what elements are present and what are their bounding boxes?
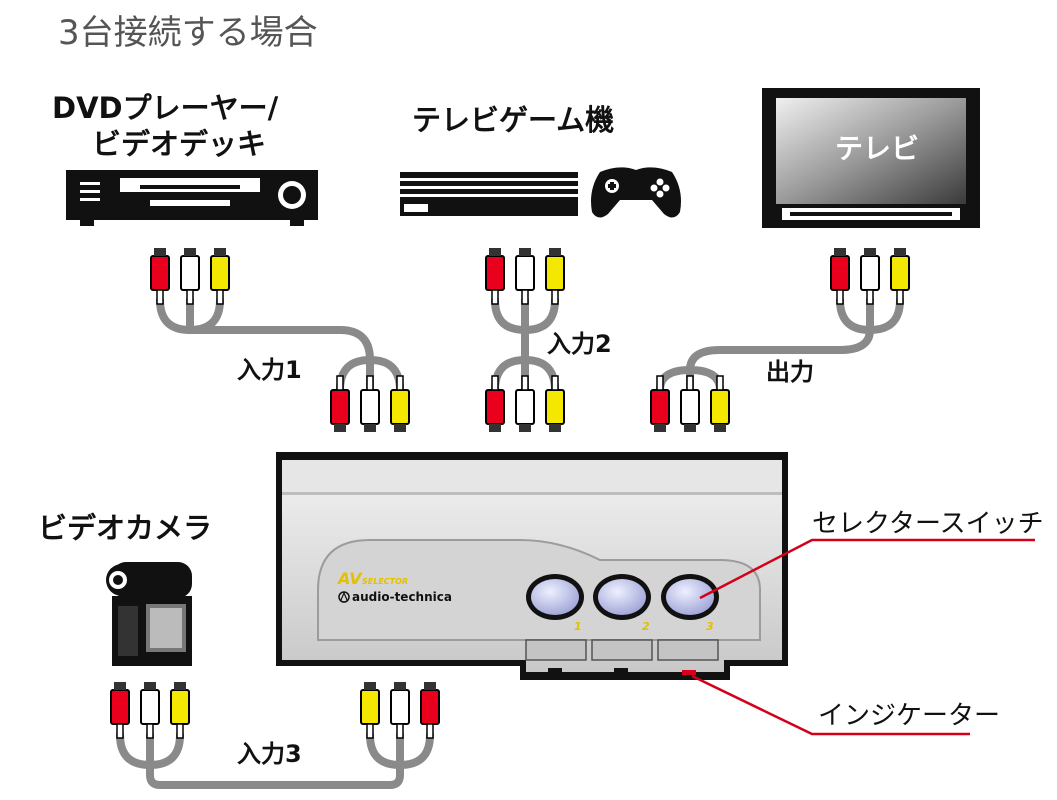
game-label: テレビゲーム機 — [412, 103, 614, 137]
selector-brand: AV — [336, 569, 363, 588]
gamepad-icon — [591, 167, 681, 218]
television: テレビ — [762, 88, 980, 228]
dvd-player-icon — [66, 170, 318, 226]
selector-button-3[interactable] — [661, 574, 719, 620]
input2-label: 入力2 — [547, 330, 612, 358]
selector-button-2[interactable] — [593, 574, 651, 620]
tv-icon — [762, 88, 980, 228]
selector-brand-sub: SELECTOR — [362, 577, 408, 586]
selector-button-3-label: 3 — [706, 620, 714, 633]
selector-maker: audio-technica — [352, 590, 452, 604]
callout-lines — [691, 538, 1035, 736]
game-console: テレビゲーム機 — [400, 103, 681, 218]
cables — [116, 296, 904, 789]
audio-technica-logo-icon — [338, 591, 350, 603]
selector-button-1[interactable] — [526, 574, 584, 620]
selector-button-2-label: 2 — [642, 620, 650, 633]
input1-label: 入力1 — [237, 356, 302, 384]
tv-screen-text: テレビ — [835, 132, 919, 165]
input3-label: 入力3 — [237, 740, 302, 768]
selector-switch-callout: セレクタースイッチ — [812, 509, 1044, 539]
indicator-callout: インジケーター — [818, 701, 1000, 731]
dvd-label-line1: DVDプレーヤー/ — [52, 91, 279, 125]
camera-label: ビデオカメラ — [38, 511, 212, 545]
dvd-player: DVDプレーヤー/ ビデオデッキ — [52, 91, 318, 226]
av-selector: AV SELECTOR audio-technica 1 2 3 — [276, 452, 788, 680]
indicator-windows — [525, 639, 719, 675]
video-camera: ビデオカメラ — [38, 511, 212, 666]
output-label: 出力 — [766, 358, 814, 386]
video-camera-icon — [106, 562, 192, 666]
selector-button-1-label: 1 — [574, 620, 582, 633]
game-console-icon — [400, 172, 578, 216]
dvd-label-line2: ビデオデッキ — [92, 127, 266, 161]
page-title: 3台接続する場合 — [58, 13, 318, 53]
